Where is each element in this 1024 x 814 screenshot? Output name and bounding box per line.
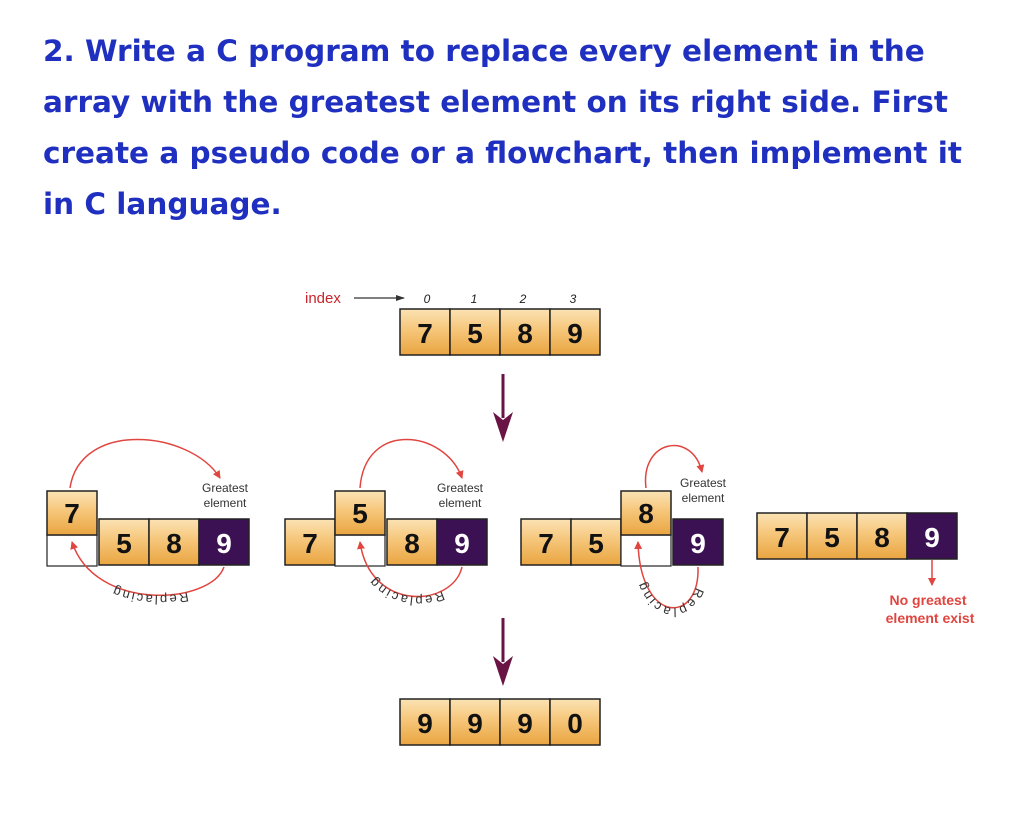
array-value: 0 xyxy=(567,708,583,739)
replacing-label: Replacing xyxy=(365,574,447,609)
array-cell xyxy=(806,512,858,560)
replacing-arc xyxy=(634,541,699,609)
greatest-label: element xyxy=(682,491,725,505)
no-greatest-note: No greatest xyxy=(889,592,966,608)
question-line: array with the greatest element on its r… xyxy=(43,85,948,119)
max-cell xyxy=(672,518,724,566)
vacated-slot xyxy=(620,534,672,567)
question-line: 2. Write a C program to replace every el… xyxy=(43,34,925,68)
replacing-arc xyxy=(70,541,225,596)
array-cell xyxy=(386,518,438,566)
replacing-arc xyxy=(357,541,463,598)
array-value: 8 xyxy=(166,528,182,559)
step-4: 7 5 8 9 No greatest element exist xyxy=(756,512,975,626)
array-cell xyxy=(499,698,551,746)
array-value: 7 xyxy=(417,318,433,349)
lifted-cell xyxy=(334,490,386,536)
array-cell xyxy=(98,518,150,566)
greatest-label: Greatest xyxy=(680,476,727,490)
array-value: 8 xyxy=(874,522,890,553)
question-line: create a pseudo code or a flowchart, the… xyxy=(43,136,962,170)
array-value: 8 xyxy=(517,318,533,349)
no-greatest-note: element exist xyxy=(886,610,975,626)
array-value: 9 xyxy=(467,708,483,739)
array-cell xyxy=(549,308,601,356)
question-line: in C language. xyxy=(43,187,282,221)
array-value: 7 xyxy=(774,522,790,553)
array-value: 9 xyxy=(454,528,470,559)
greatest-label: element xyxy=(439,496,482,510)
index-label: index xyxy=(305,290,341,307)
greatest-label: Greatest xyxy=(202,481,249,495)
lifted-cell xyxy=(46,490,98,536)
replacing-label: Replacing xyxy=(109,583,190,607)
step-1: 7 5 8 9 Greatest element Replacing xyxy=(46,438,250,607)
max-cell xyxy=(198,518,250,566)
array-value: 9 xyxy=(417,708,433,739)
max-cell xyxy=(906,512,958,560)
question-text: 2. Write a C program to replace every el… xyxy=(43,26,1003,230)
array-cell xyxy=(549,698,601,746)
lifted-cell xyxy=(620,490,672,536)
search-arc xyxy=(359,438,464,489)
array-value: 8 xyxy=(638,498,654,529)
array-value: 5 xyxy=(352,498,368,529)
vacated-slot xyxy=(334,534,386,567)
array-value: 5 xyxy=(467,318,483,349)
array-value: 5 xyxy=(588,528,604,559)
array-cell xyxy=(449,308,501,356)
array-cell xyxy=(284,518,336,566)
index-number: 0 xyxy=(424,292,431,306)
array-value: 7 xyxy=(302,528,318,559)
array-cell xyxy=(856,512,908,560)
array-value: 9 xyxy=(567,318,583,349)
max-cell xyxy=(436,518,488,566)
array-value: 5 xyxy=(116,528,132,559)
output-array: 9 9 9 0 xyxy=(399,698,601,746)
array-cell xyxy=(399,698,451,746)
index-number: 1 xyxy=(471,292,478,306)
index-number: 3 xyxy=(570,292,577,306)
array-cell xyxy=(499,308,551,356)
greatest-label: Greatest xyxy=(437,481,484,495)
down-arrow xyxy=(493,374,513,442)
array-value: 9 xyxy=(924,522,940,553)
array-value: 9 xyxy=(216,528,232,559)
down-arrow xyxy=(493,618,513,686)
array-value: 8 xyxy=(404,528,420,559)
search-arc xyxy=(69,438,221,489)
array-value: 9 xyxy=(517,708,533,739)
index-number: 2 xyxy=(519,292,527,306)
array-value: 5 xyxy=(824,522,840,553)
array-value: 7 xyxy=(538,528,554,559)
step-2: 7 5 8 9 Greatest element Replacing xyxy=(284,438,488,609)
greatest-label: element xyxy=(204,496,247,510)
array-value: 7 xyxy=(64,498,80,529)
input-array: 7 5 8 9 xyxy=(399,308,601,356)
step-3: 7 5 8 9 Greatest element Replacing xyxy=(520,444,727,620)
vacated-slot xyxy=(46,534,98,567)
array-cell xyxy=(148,518,200,566)
search-arc xyxy=(644,444,705,489)
array-value: 9 xyxy=(690,528,706,559)
